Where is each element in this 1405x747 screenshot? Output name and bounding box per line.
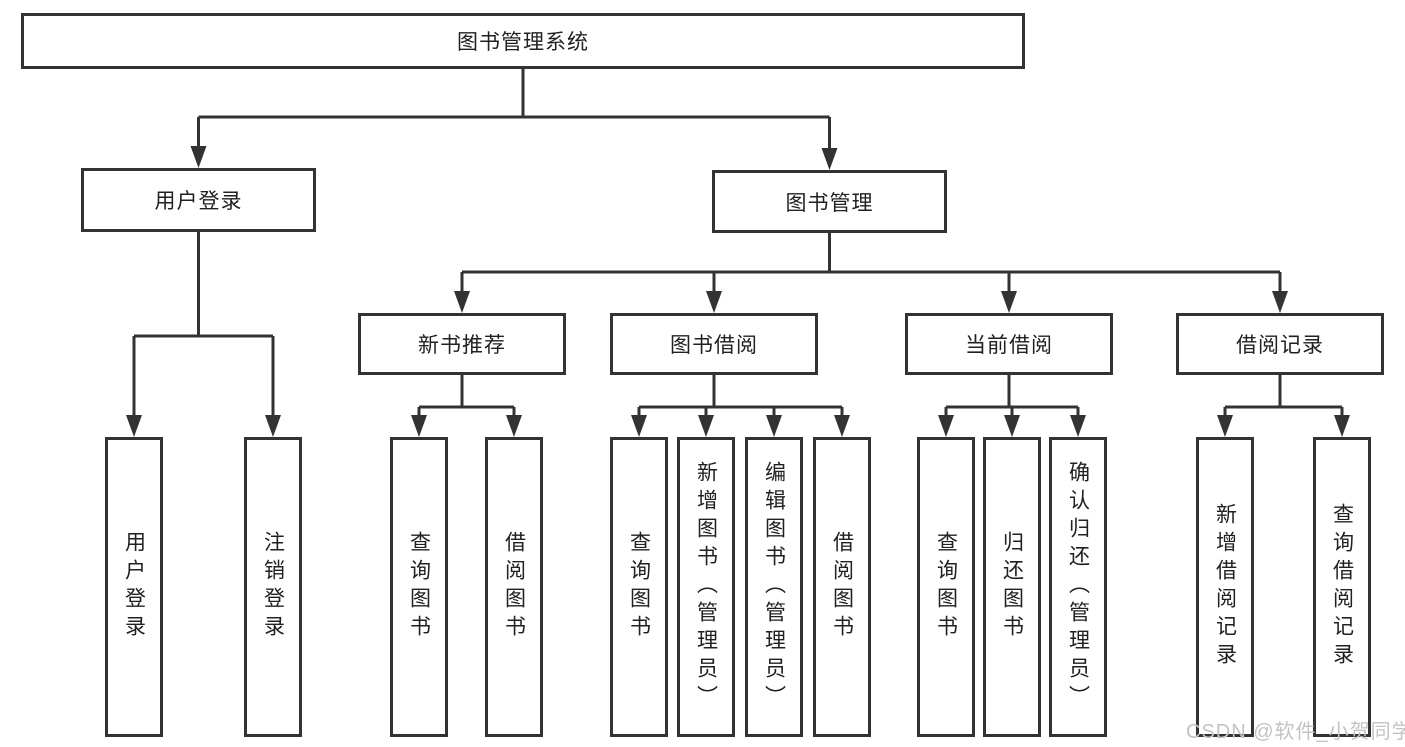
- leaf-bb-query-books: 查询图书: [610, 437, 668, 737]
- csdn-watermark: CSDN @软件_小贺同学: [1186, 721, 1405, 743]
- connector-records-to-leaves: [1223, 375, 1344, 419]
- arrowhead: [698, 415, 714, 437]
- node-new-book-recommend-label: 新书推荐: [418, 334, 506, 357]
- connector-newbook-to-leaves: [417, 375, 516, 419]
- leaf-br-add-record: 新增借阅记录: [1196, 437, 1254, 737]
- node-book-management-label: 图书管理: [785, 191, 874, 215]
- leaf-bb-borrow-books: 借阅图书: [813, 437, 871, 737]
- arrowhead: [834, 415, 850, 437]
- arrowhead: [126, 415, 142, 437]
- arrowhead: [506, 415, 522, 437]
- arrowhead: [706, 291, 722, 313]
- leaf-bb-add-books-admin: 新增图书（管理员）: [677, 437, 735, 737]
- leaf-logout: 注销登录: [244, 437, 302, 737]
- node-current-borrow: 当前借阅: [905, 313, 1113, 375]
- node-new-book-recommend: 新书推荐: [358, 313, 566, 375]
- arrowhead: [1334, 415, 1350, 437]
- arrowhead: [454, 291, 470, 313]
- node-user-login-label: 用户登录: [154, 190, 243, 213]
- leaf-user-login: 用户登录: [105, 437, 163, 737]
- arrowhead: [1070, 415, 1086, 437]
- arrowhead: [766, 415, 782, 437]
- connector-root-to-level2: [197, 69, 831, 152]
- node-book-borrow-label: 图书借阅: [670, 334, 758, 357]
- connector-currentborrow-to-leaves: [944, 375, 1080, 419]
- leaf-nbr-query-books: 查询图书: [390, 437, 448, 737]
- arrowhead: [631, 415, 647, 437]
- node-library-system: 图书管理系统: [21, 13, 1025, 69]
- node-book-management: 图书管理: [712, 170, 947, 233]
- leaf-br-query-record: 查询借阅记录: [1313, 437, 1371, 737]
- node-user-login: 用户登录: [81, 168, 316, 232]
- arrowhead: [1272, 291, 1288, 313]
- node-library-system-label: 图书管理系统: [457, 31, 589, 54]
- arrowhead: [938, 415, 954, 437]
- arrowhead: [190, 146, 207, 168]
- leaf-nbr-borrow-books: 借阅图书: [485, 437, 543, 737]
- leaf-bb-edit-books-admin: 编辑图书（管理员）: [745, 437, 803, 737]
- node-borrow-records: 借阅记录: [1176, 313, 1384, 375]
- leaf-cb-confirm-return-admin: 确认归还（管理员）: [1049, 437, 1107, 737]
- arrowhead: [265, 415, 281, 437]
- leaf-cb-query-books: 查询图书: [917, 437, 975, 737]
- arrowhead: [411, 415, 427, 437]
- arrowhead: [1001, 291, 1017, 313]
- node-borrow-records-label: 借阅记录: [1236, 334, 1324, 357]
- node-current-borrow-label: 当前借阅: [965, 334, 1053, 357]
- arrowhead: [1217, 415, 1233, 437]
- connector-login-to-leaves: [132, 232, 275, 419]
- connector-bookmgmt-to-level3: [460, 233, 1282, 295]
- node-book-borrow: 图书借阅: [610, 313, 818, 375]
- arrowhead: [1004, 415, 1020, 437]
- connector-bookborrow-to-leaves: [637, 375, 844, 419]
- arrowhead: [821, 148, 838, 170]
- leaf-cb-return-books: 归还图书: [983, 437, 1041, 737]
